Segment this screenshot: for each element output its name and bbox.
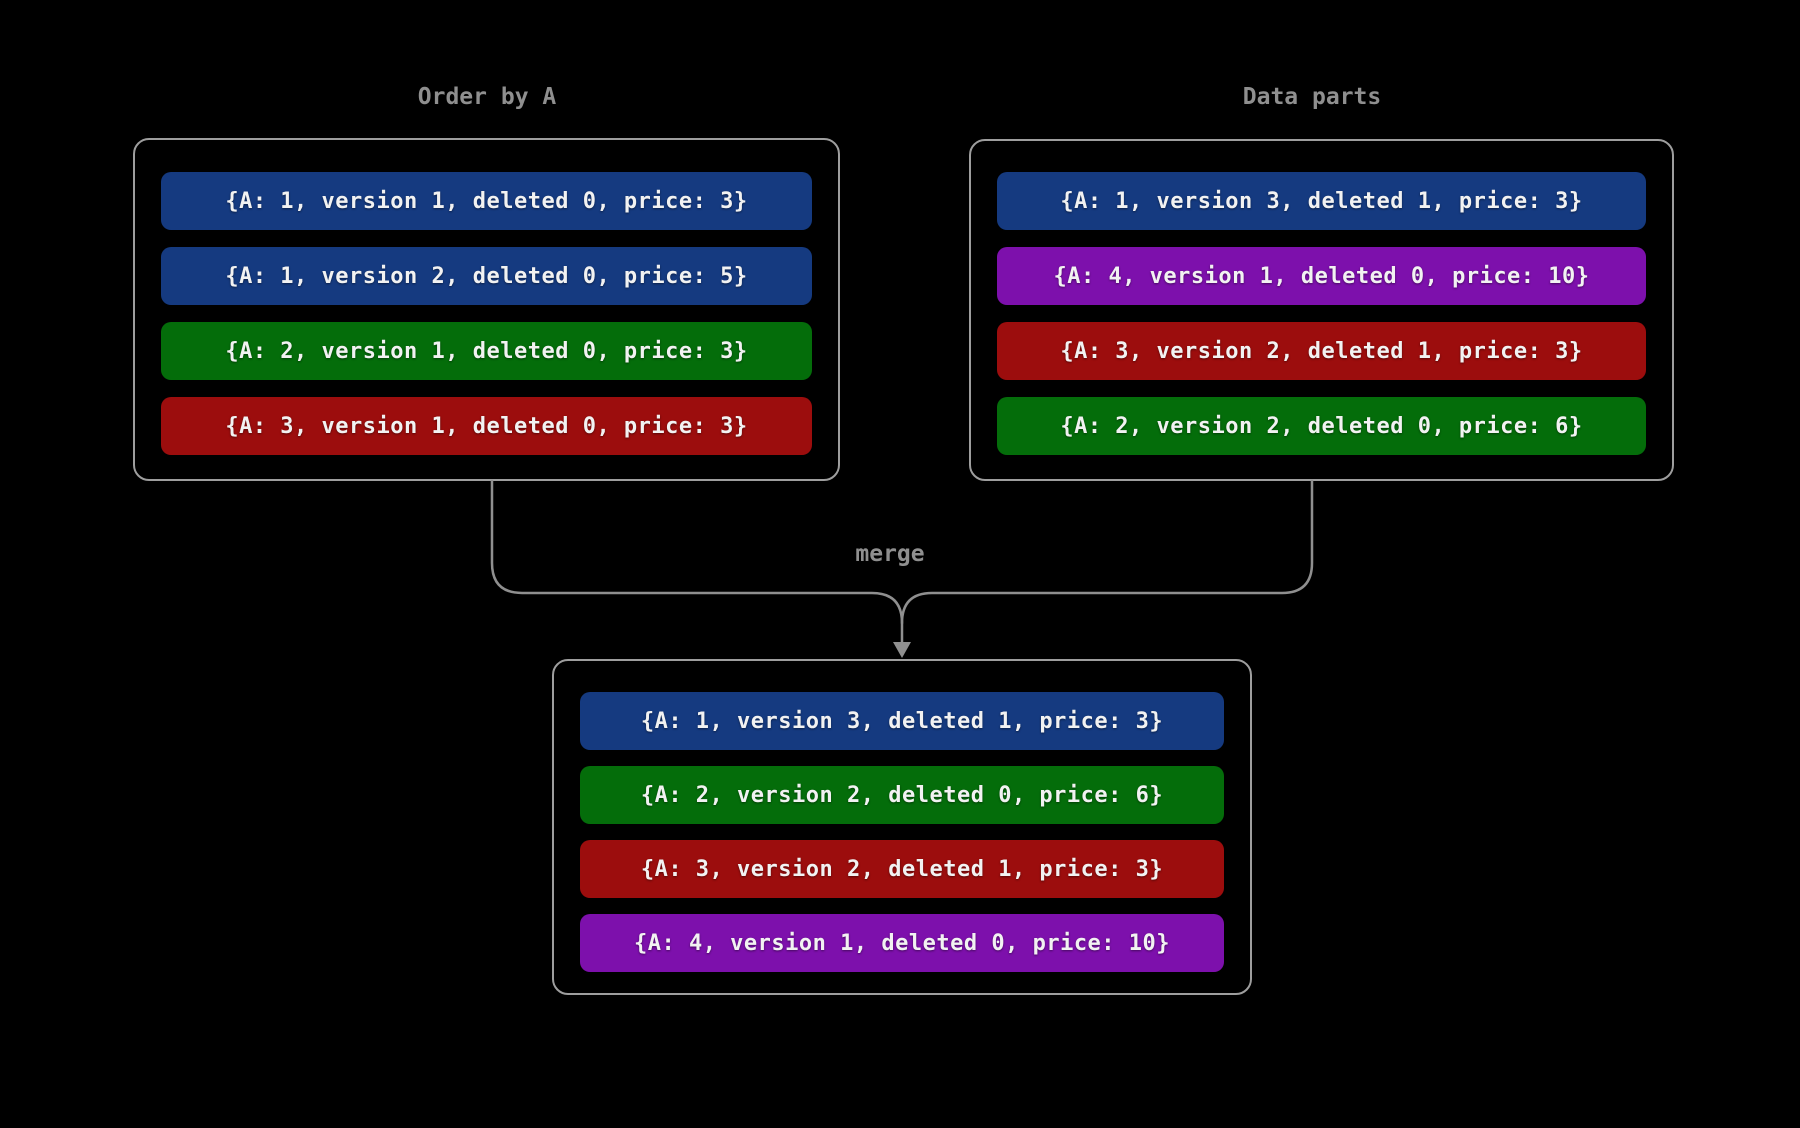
data-row: {A: 2, version 1, deleted 0, price: 3}: [161, 322, 812, 380]
data-row: {A: 3, version 2, deleted 1, price: 3}: [580, 840, 1224, 898]
arrow-head-icon: [893, 642, 911, 658]
left-branch-line: [490, 479, 904, 650]
data-row: {A: 1, version 3, deleted 1, price: 3}: [580, 692, 1224, 750]
merged-result-panel: {A: 1, version 3, deleted 1, price: 3} {…: [552, 659, 1252, 995]
data-row: {A: 3, version 2, deleted 1, price: 3}: [997, 322, 1646, 380]
data-row: {A: 1, version 2, deleted 0, price: 5}: [161, 247, 812, 305]
data-row: {A: 4, version 1, deleted 0, price: 10}: [580, 914, 1224, 972]
panel-title-order-by-a: Order by A: [417, 84, 557, 110]
data-row: {A: 2, version 2, deleted 0, price: 6}: [580, 766, 1224, 824]
data-row: {A: 4, version 1, deleted 0, price: 10}: [997, 247, 1646, 305]
data-row: {A: 2, version 2, deleted 0, price: 6}: [997, 397, 1646, 455]
data-parts-panel: {A: 1, version 3, deleted 1, price: 3} {…: [969, 139, 1674, 481]
data-row: {A: 1, version 1, deleted 0, price: 3}: [161, 172, 812, 230]
data-row: {A: 3, version 1, deleted 0, price: 3}: [161, 397, 812, 455]
panel-title-data-parts: Data parts: [1242, 84, 1382, 110]
order-by-a-panel: {A: 1, version 1, deleted 0, price: 3} {…: [133, 138, 840, 481]
data-row: {A: 1, version 3, deleted 1, price: 3}: [997, 172, 1646, 230]
merge-label: merge: [855, 541, 925, 567]
right-branch-line: [900, 479, 1314, 625]
